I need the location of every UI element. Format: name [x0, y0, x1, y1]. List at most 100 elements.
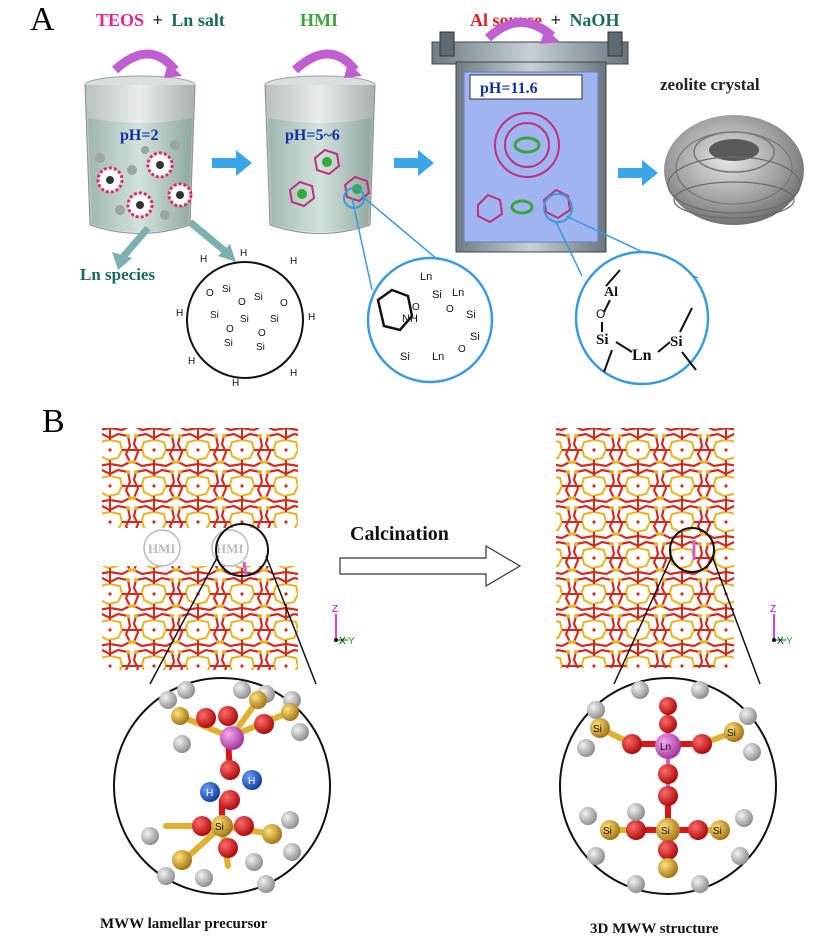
- ln-species-arrow: [119, 225, 151, 261]
- svg-text:Si: Si: [727, 728, 736, 739]
- hmi-label: HMI: [300, 10, 338, 30]
- svg-text:Si: Si: [222, 284, 231, 295]
- mww-slab-upper: [102, 428, 298, 528]
- plus-sign-2: +: [551, 10, 561, 30]
- zoom-circle-framework: Al O Si Ln Si: [574, 250, 710, 386]
- svg-text:X: X: [339, 636, 346, 647]
- svg-text:H: H: [188, 356, 195, 367]
- svg-text:H: H: [206, 788, 213, 799]
- svg-text:Ln: Ln: [632, 347, 652, 364]
- svg-text:Si: Si: [713, 826, 722, 837]
- svg-text:H: H: [176, 308, 183, 319]
- panel-a-letter: A: [30, 1, 55, 38]
- beaker-2: pH=5~6: [264, 75, 376, 234]
- svg-text:H: H: [240, 248, 247, 259]
- svg-text:Ln: Ln: [660, 742, 671, 753]
- axis-triad-left: Z Y X: [332, 604, 355, 647]
- ln-species-label: Ln species: [80, 265, 155, 284]
- svg-text:Si: Si: [240, 314, 249, 325]
- silica-arrow: [187, 219, 229, 255]
- svg-text:Al: Al: [604, 285, 618, 300]
- svg-text:O: O: [280, 298, 288, 309]
- svg-text:H: H: [200, 254, 207, 265]
- svg-text:Si: Si: [400, 351, 410, 363]
- svg-text:Y: Y: [786, 636, 793, 647]
- svg-text:Si: Si: [661, 826, 670, 837]
- svg-text:Si: Si: [466, 309, 476, 321]
- ln-salt-label: Ln salt: [171, 10, 225, 30]
- svg-text:Si: Si: [254, 292, 263, 303]
- svg-text:O: O: [206, 288, 214, 299]
- stir-arrowhead-2: [344, 62, 362, 78]
- zoom-cone-left: [149, 555, 317, 685]
- naoh-label: NaOH: [569, 10, 619, 30]
- svg-text:O: O: [446, 304, 454, 315]
- svg-text:O: O: [596, 307, 605, 321]
- svg-text:Si: Si: [470, 331, 480, 343]
- mww-slab-lower: [102, 566, 298, 670]
- svg-text:NH: NH: [402, 313, 418, 325]
- autoclave: pH=11.6: [431, 31, 629, 253]
- svg-text:Si: Si: [670, 334, 683, 350]
- step3-reagents: Al source + NaOH: [470, 10, 619, 30]
- svg-text:O: O: [258, 328, 266, 339]
- stir-arrowhead-1: [164, 62, 182, 78]
- process-arrow-2: [394, 150, 434, 176]
- hmi-label-1: HMI: [148, 541, 175, 556]
- stir-arrowhead-3: [540, 28, 560, 44]
- zoom-source-2: [543, 193, 573, 223]
- calcination-label: Calcination: [350, 523, 449, 545]
- svg-text:Ln: Ln: [452, 287, 464, 299]
- svg-text:Ln: Ln: [420, 271, 432, 283]
- svg-text:H: H: [290, 256, 297, 267]
- svg-text:Z: Z: [332, 604, 338, 615]
- ln-species-arrowhead: [112, 252, 132, 270]
- stir-arrow-1: [111, 49, 179, 74]
- hmi-molecule-2: [211, 529, 249, 567]
- zoom-source-1: [343, 187, 365, 209]
- zoom-cone-right: [613, 555, 761, 685]
- svg-text:O: O: [226, 324, 234, 335]
- svg-text:Si: Si: [210, 310, 219, 321]
- svg-text:Si: Si: [596, 332, 609, 348]
- svg-text:O: O: [238, 297, 246, 308]
- plus-sign: +: [153, 10, 163, 30]
- process-arrow-3: [618, 160, 658, 186]
- svg-text:Si: Si: [270, 314, 279, 325]
- panel-b-letter: B: [42, 403, 65, 440]
- svg-text:H: H: [232, 378, 239, 389]
- mww-3d-framework: [556, 428, 734, 668]
- svg-text:Z: Z: [770, 604, 776, 615]
- hmi-molecule-1: [143, 529, 181, 567]
- right-caption: 3D MWW structure: [590, 921, 719, 937]
- step1-reagents: TEOS + Ln salt: [96, 10, 225, 30]
- zeolite-crystal-label: zeolite crystal: [660, 75, 760, 94]
- stir-arrow-2: [291, 49, 359, 74]
- axis-triad-right: Z Y X: [770, 604, 793, 647]
- svg-text:Si: Si: [256, 342, 265, 353]
- zoom-source-left: [215, 523, 269, 577]
- svg-text:H: H: [290, 368, 297, 379]
- svg-text:Si: Si: [224, 338, 233, 349]
- zoom-source-right: [669, 527, 715, 573]
- teos-label: TEOS: [96, 10, 144, 30]
- svg-text:Y: Y: [348, 636, 355, 647]
- ph-5-6-label: pH=5~6: [285, 127, 340, 144]
- hmi-label-2: HMI: [216, 541, 243, 556]
- svg-text:O: O: [412, 302, 420, 313]
- ph-11-6-label: pH=11.6: [480, 80, 538, 97]
- ph-2-label: pH=2: [120, 127, 158, 144]
- left-caption: MWW lamellar precursor: [100, 916, 268, 932]
- svg-text:O: O: [458, 344, 466, 355]
- zoom-circle-3d: Si Si Ln Si Si Si: [559, 677, 777, 895]
- svg-text:H: H: [308, 312, 315, 323]
- svg-text:Si: Si: [215, 822, 224, 833]
- silica-arrowhead: [218, 244, 236, 262]
- svg-text:Si: Si: [603, 826, 612, 837]
- calcination-arrow: [339, 544, 522, 588]
- svg-text:Si: Si: [432, 289, 442, 301]
- svg-text:H: H: [248, 776, 255, 787]
- zoom-circle-precursor: H H Si: [113, 677, 331, 895]
- zeolite-crystal: [664, 115, 804, 225]
